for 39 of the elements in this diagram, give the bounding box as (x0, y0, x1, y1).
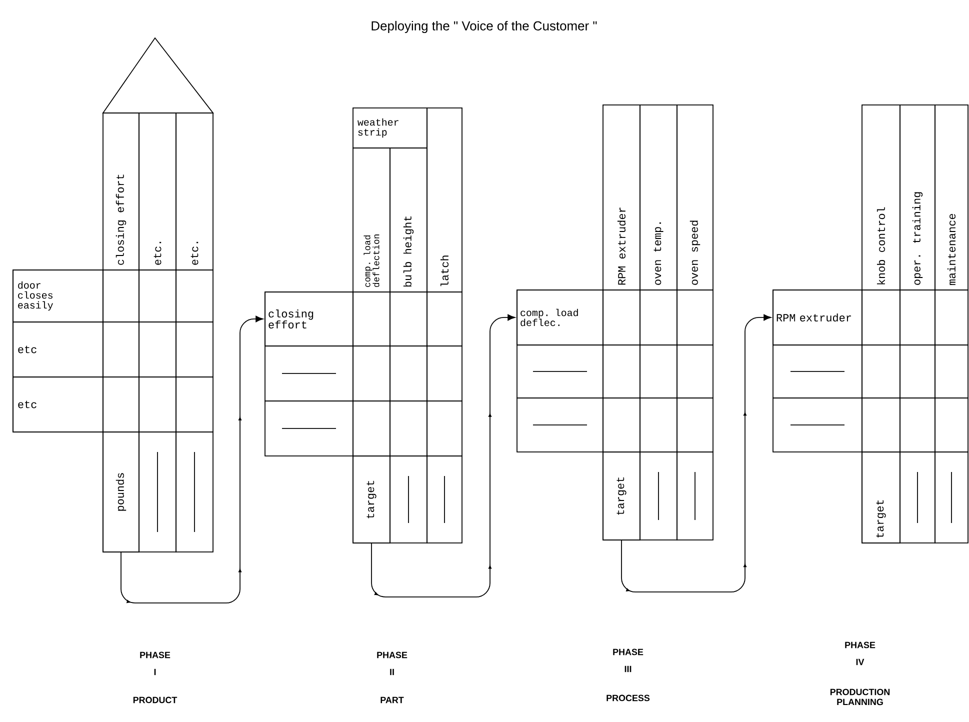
column-heading: etc. (190, 242, 198, 265)
column-heading: RPM extruder (617, 208, 626, 285)
column-heading: latch (440, 256, 449, 286)
phase-label: I (154, 668, 156, 676)
arrow (371, 314, 516, 598)
phase-label: PHASE (140, 652, 170, 658)
row-heading: etc (18, 346, 36, 354)
phase-label: PRODUCTION PLANNING (830, 688, 890, 706)
column-heading: weather strip (358, 118, 398, 138)
phase-label: II (390, 668, 394, 676)
arrow (621, 314, 772, 592)
title: Deploying the " Voice of the Customer " (372, 20, 597, 34)
row-heading: etc (18, 400, 36, 408)
row-heading: RPM extruder (772, 290, 862, 346)
column-heading: maintenance (947, 214, 956, 285)
column-heading: closing effort (116, 174, 126, 265)
target-cell: target (876, 500, 886, 538)
column-heading: oven speed (690, 220, 700, 285)
column-heading: etc. (154, 242, 162, 265)
column-heading: bulb height (403, 216, 414, 287)
target-cell: target (602, 452, 640, 540)
phase-label: PRODUCT (133, 696, 178, 704)
column-heading: oper. training (912, 192, 923, 285)
phase-label: PHASE (845, 642, 876, 648)
row-heading: door closes easily (18, 281, 53, 311)
column-heading: oven temp. (654, 222, 664, 285)
target-cell: target (352, 456, 390, 544)
target-cell: pounds (102, 432, 140, 552)
column-heading: knob control (876, 207, 886, 284)
phase-label: PROCESS (606, 694, 650, 702)
row-heading: closing effort (264, 292, 354, 346)
row-heading: comp. load deflec. (516, 290, 604, 346)
phase-label: IV (856, 658, 864, 666)
phase-label: PHASE (377, 652, 408, 658)
arrow (120, 316, 264, 604)
phase-label: PART (380, 696, 404, 704)
column-heading: comp. load deflection (364, 234, 380, 287)
phase-label: III (624, 666, 632, 672)
phase-label: PHASE (613, 648, 644, 656)
